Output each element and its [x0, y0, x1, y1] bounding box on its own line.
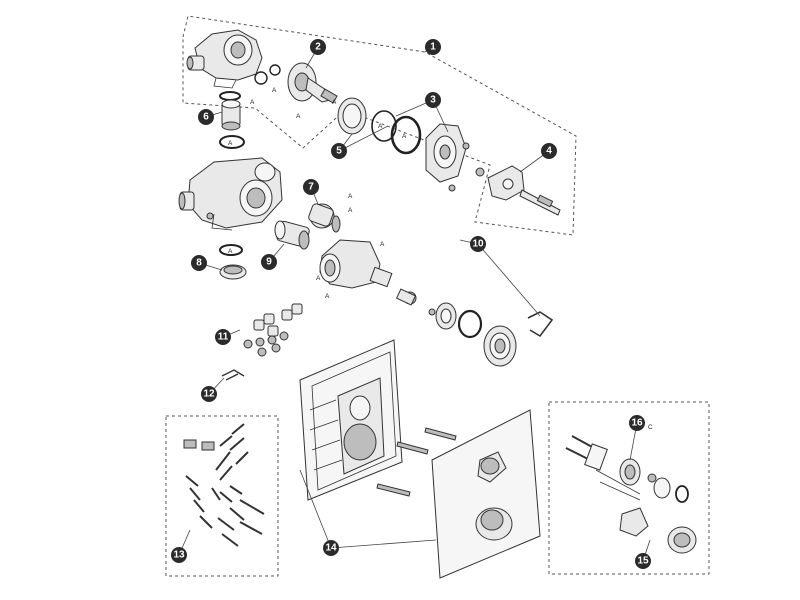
group-outline-16: [548, 401, 710, 575]
housing-top: [186, 29, 263, 89]
face-plate: [431, 409, 541, 579]
svg-text:8: 8: [196, 258, 202, 269]
marker-a: A: [325, 293, 330, 300]
callout-4: 4: [541, 143, 557, 159]
callout-1: 1: [425, 39, 441, 55]
group-outline-13: [165, 415, 279, 577]
marker-a: A: [402, 133, 407, 140]
callout-14: 14: [323, 540, 339, 556]
svg-text:11: 11: [218, 332, 229, 343]
svg-text:4: 4: [546, 146, 552, 157]
callout-12: 12: [201, 386, 217, 402]
svg-text:15: 15: [637, 556, 649, 567]
bushings-part-11: [243, 303, 303, 357]
svg-text:10: 10: [472, 239, 484, 250]
marker-a: A: [380, 241, 385, 248]
svg-text:7: 7: [308, 182, 314, 193]
fixing-kit-part-13: [183, 423, 265, 547]
group-outline-upper: [182, 15, 577, 236]
frame-screws: [376, 427, 457, 497]
svg-text:3: 3: [430, 95, 436, 106]
cap-part-8: [219, 244, 247, 280]
bracket-part-4: [475, 165, 561, 216]
svg-text:13: 13: [173, 550, 185, 561]
marker-a: A: [348, 193, 353, 200]
marker-a: A: [332, 99, 337, 106]
leader-lines: [178, 46, 651, 562]
valve-body: [178, 157, 283, 231]
small-oring-a: [254, 64, 281, 85]
spindle-part-2: [287, 62, 338, 104]
cartridge-part-7: [308, 203, 341, 233]
svg-text:6: 6: [203, 112, 209, 123]
plate-part-3: [425, 123, 470, 192]
callout-15: 15: [635, 553, 651, 569]
callout-10: 10: [470, 236, 486, 252]
rings-part-5: [337, 97, 422, 155]
svg-text:16: 16: [631, 418, 643, 429]
callout-8: 8: [191, 255, 207, 271]
callout-5: 5: [331, 143, 347, 159]
callout-16: 16: [629, 415, 645, 431]
marker-a: A: [228, 248, 233, 255]
marker-c: C: [648, 424, 653, 431]
svg-text:12: 12: [203, 389, 215, 400]
marker-labels: A A A A A A A A A A A A A C: [228, 87, 653, 431]
callout-3: 3: [425, 92, 441, 108]
svg-text:14: 14: [325, 543, 337, 554]
clips-part-12: [221, 369, 245, 381]
cartridge-part-6: [219, 91, 245, 149]
callout-13: 13: [171, 547, 187, 563]
svg-text:5: 5: [336, 146, 342, 157]
marker-a: A: [228, 140, 233, 147]
callout-7: 7: [303, 179, 319, 195]
callout-9: 9: [261, 254, 277, 270]
cartridge-part-9: [274, 220, 310, 250]
callout-11: 11: [215, 329, 231, 345]
svg-text:2: 2: [315, 42, 321, 53]
callout-2: 2: [310, 39, 326, 55]
marker-a: A: [316, 275, 321, 282]
callout-6: 6: [198, 109, 214, 125]
thermostat-cartridge-part-10: [319, 239, 554, 367]
marker-a: A: [296, 113, 301, 120]
marker-a: A: [250, 99, 255, 106]
marker-a: A: [378, 123, 383, 130]
frame-plate: [299, 339, 403, 501]
marker-a: A: [348, 207, 353, 214]
svg-text:1: 1: [430, 42, 436, 53]
diverter-group-part-16: [565, 435, 697, 554]
svg-text:9: 9: [266, 257, 272, 268]
marker-a: A: [272, 87, 277, 94]
